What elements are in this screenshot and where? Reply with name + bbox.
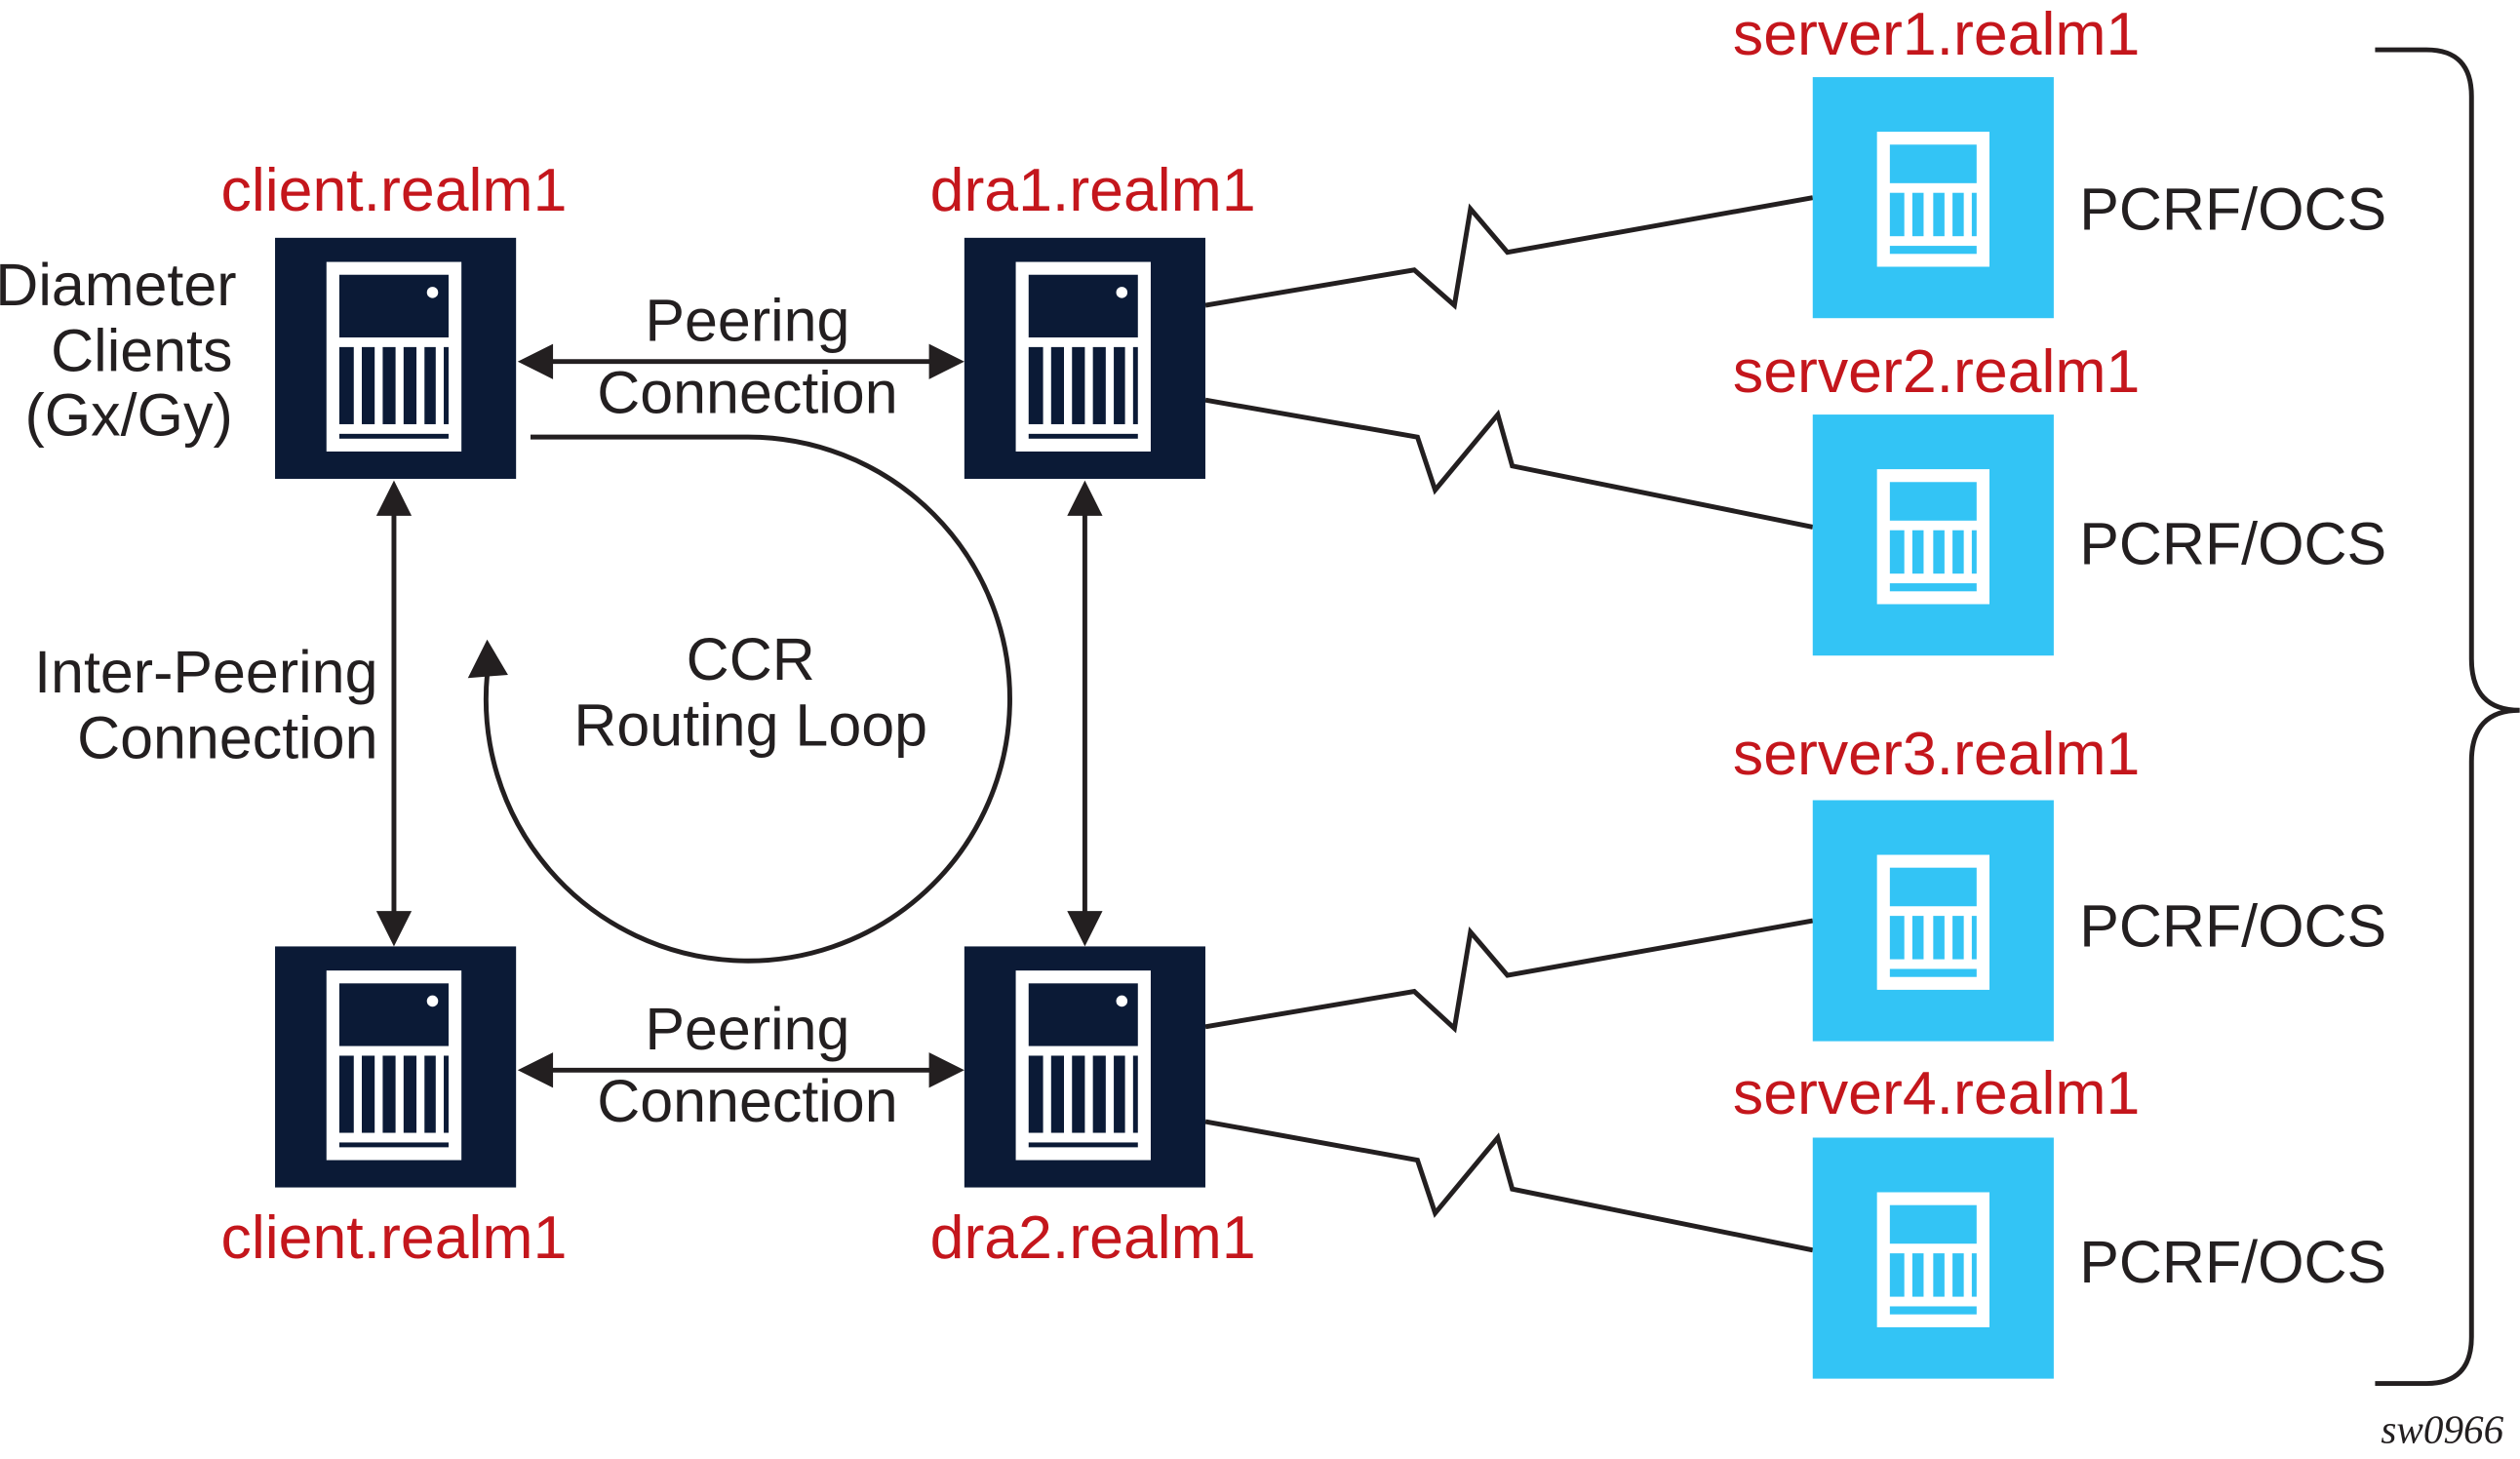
server4-role: PCRF/OCS — [2079, 1229, 2386, 1295]
dra2-server-icon[interactable] — [965, 946, 1205, 1187]
inter-peering-label: Inter-Peering Connection — [34, 639, 377, 771]
inter-peering-arrow-right — [1067, 480, 1103, 947]
client-top-label: client.realm1 — [221, 156, 568, 224]
peering-arrow-bottom — [517, 1052, 965, 1088]
svg-text:Routing Loop: Routing Loop — [573, 691, 927, 758]
peering-top-label: Peering Connection — [597, 287, 897, 425]
svg-text:Diameter: Diameter — [0, 252, 237, 318]
routing-loop-label: CCR Routing Loop — [573, 626, 927, 759]
server1-label: server1.realm1 — [1733, 0, 2140, 68]
server2-role: PCRF/OCS — [2079, 510, 2386, 576]
server1-role: PCRF/OCS — [2079, 177, 2386, 243]
server2-label: server2.realm1 — [1733, 337, 2140, 406]
peering-bottom-label: Peering Connection — [597, 996, 897, 1134]
server1-icon[interactable] — [1813, 77, 2054, 318]
dra1-label: dra1.realm1 — [930, 156, 1256, 224]
server4-icon[interactable] — [1813, 1137, 2054, 1378]
inter-peering-arrow-left — [375, 480, 413, 947]
server2-icon[interactable] — [1813, 414, 2054, 655]
server3-label: server3.realm1 — [1733, 720, 2140, 788]
client-bottom-server-icon[interactable] — [275, 946, 516, 1187]
server3-icon[interactable] — [1813, 800, 2054, 1041]
dra1-server-icon[interactable] — [965, 238, 1205, 479]
server-group-brace — [2375, 47, 2520, 1387]
link-dra2-server4 — [1204, 1119, 1814, 1253]
svg-text:Connection: Connection — [77, 705, 377, 771]
svg-text:Peering: Peering — [645, 287, 849, 353]
server4-label: server4.realm1 — [1733, 1059, 2140, 1127]
svg-text:Peering: Peering — [645, 996, 849, 1062]
figure-id: sw0966 — [2381, 1407, 2503, 1452]
peering-arrow-top — [517, 343, 965, 379]
svg-text:Clients: Clients — [51, 318, 232, 384]
link-dra2-server3 — [1204, 918, 1814, 1034]
link-dra1-server1 — [1204, 195, 1814, 310]
svg-text:Connection: Connection — [597, 359, 897, 425]
dra2-label: dra2.realm1 — [930, 1203, 1256, 1272]
svg-text:CCR: CCR — [687, 626, 815, 692]
link-dra1-server2 — [1204, 397, 1814, 530]
svg-text:Connection: Connection — [597, 1068, 897, 1134]
server3-role: PCRF/OCS — [2079, 892, 2386, 959]
client-top-server-icon[interactable] — [275, 238, 516, 479]
client-bottom-label: client.realm1 — [221, 1203, 568, 1272]
routing-loop-arrow — [467, 434, 1012, 964]
diameter-clients-label: Diameter Clients (Gx/Gy) — [0, 252, 237, 448]
svg-text:Inter-Peering: Inter-Peering — [34, 639, 377, 705]
svg-text:(Gx/Gy): (Gx/Gy) — [24, 381, 232, 448]
